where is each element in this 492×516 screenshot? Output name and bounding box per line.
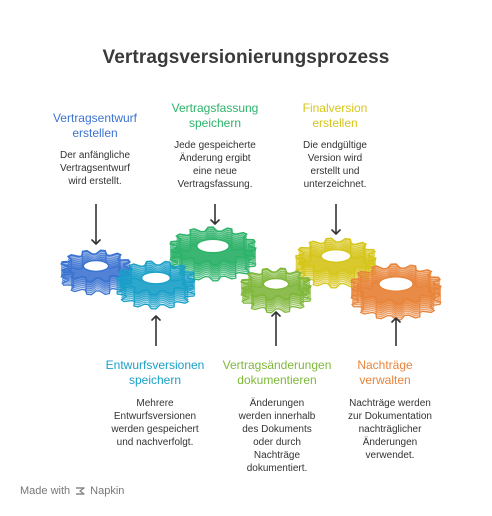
step-5-description: Die endgültige Version wird erstellt und… bbox=[303, 140, 367, 190]
gear-5-icon bbox=[295, 237, 377, 289]
step-2-label: Entwurfsversionen speichern bbox=[105, 358, 205, 387]
gear-1-icon bbox=[60, 249, 132, 296]
footer: Made with Napkin bbox=[20, 485, 124, 497]
gear-4-icon bbox=[240, 267, 312, 314]
step-2-description: Mehrere Entwurfsversionen werden gespeic… bbox=[111, 398, 199, 448]
step-6-label: Nachträge verwalten bbox=[357, 358, 413, 387]
step-1-description: Der anfängliche Vertragsentwurf wird ers… bbox=[59, 150, 131, 187]
step-5-label: Finalversion erstellen bbox=[302, 101, 368, 130]
step-4-description: Änderungen werden innerhalb des Dokument… bbox=[238, 398, 316, 474]
step-3-label: Vertragsfassung speichern bbox=[171, 101, 259, 130]
step-4-label: Vertragsänderungen dokumentieren bbox=[222, 358, 332, 387]
footer-brand: Napkin bbox=[90, 485, 125, 497]
step-6-description: Nachträge werden zur Dokumentation nacht… bbox=[348, 398, 432, 461]
footer-text: Made with bbox=[20, 485, 71, 497]
gear-3-icon bbox=[169, 226, 257, 282]
diagram-title: Vertragsversionierungsprozess bbox=[102, 47, 390, 68]
gear-6-icon bbox=[350, 263, 442, 321]
gear-2-icon bbox=[116, 260, 196, 310]
step-1-label: Vertragsentwurf erstellen bbox=[52, 111, 138, 140]
step-3-description: Jede gespeicherte Änderung ergibt eine n… bbox=[174, 140, 256, 190]
napkin-logo-icon bbox=[76, 487, 85, 495]
